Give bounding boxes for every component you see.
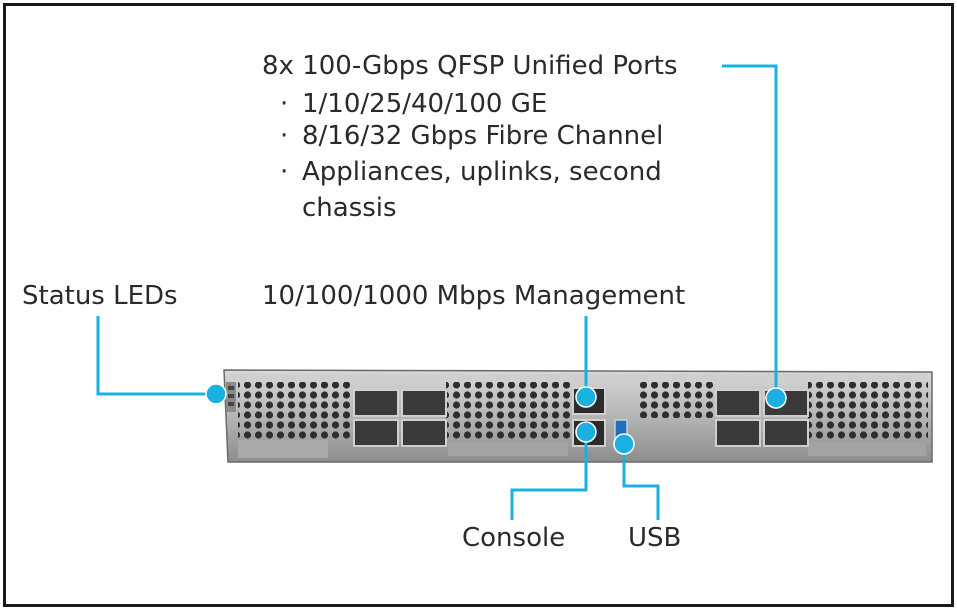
feature-item-continuation: chassis: [302, 193, 397, 223]
fabric-module-chassis: [223, 369, 933, 463]
status-leds: [226, 382, 236, 412]
callout-dot-management: [575, 386, 597, 408]
callout-dot-usb: [613, 433, 635, 455]
diagram-frame: [3, 3, 954, 607]
label-usb: USB: [628, 523, 682, 553]
bullet-icon: ·: [280, 121, 289, 151]
label-qsfp-ports: 8x 100-Gbps QFSP Unified Ports: [262, 51, 678, 81]
label-management: 10/100/1000 Mbps Management: [262, 281, 686, 311]
qsfp-ports-left: [353, 389, 447, 447]
feature-item-fibre-channel: ·8/16/32 Gbps Fibre Channel: [280, 118, 663, 154]
callout-line-usb: [622, 445, 660, 520]
feature-item-appliances: ·Appliances, uplinks, second: [280, 154, 662, 190]
callout-dots: [205, 383, 787, 455]
feature-item-ethernet: ·1/10/25/40/100 GE: [280, 86, 547, 122]
bullet-icon: ·: [280, 157, 289, 187]
callout-dot-ports: [765, 387, 787, 409]
callout-dot-status: [205, 383, 227, 405]
callout-line-ports: [722, 64, 778, 397]
callout-lines: [96, 64, 778, 520]
callout-line-status: [96, 316, 215, 396]
label-console: Console: [462, 523, 566, 553]
bullet-icon: ·: [280, 89, 289, 119]
callout-dot-console: [575, 421, 597, 443]
callout-line-console: [510, 432, 588, 520]
label-status-leds: Status LEDs: [22, 281, 178, 311]
